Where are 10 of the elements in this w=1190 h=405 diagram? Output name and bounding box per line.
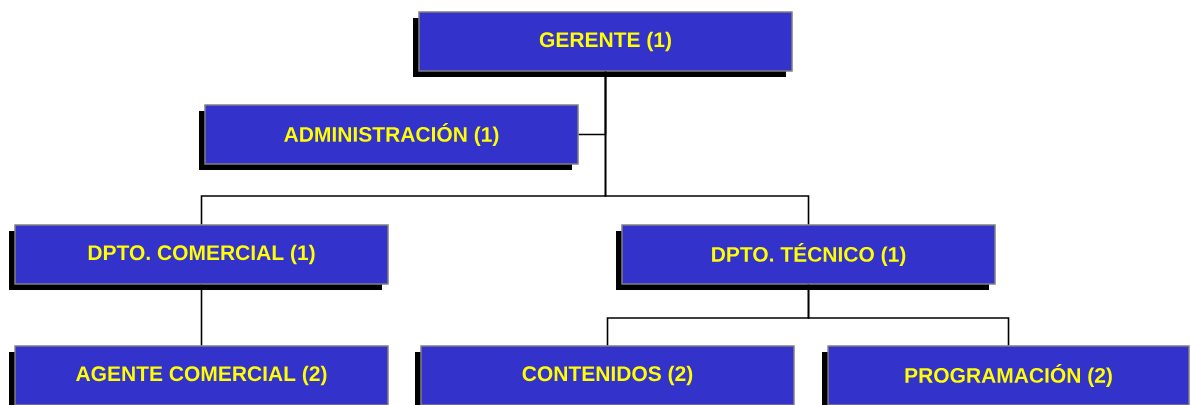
org-box: DPTO. TÉCNICO (1) — [616, 224, 996, 290]
org-box: CONTENIDOS (2) — [415, 345, 795, 405]
connector-line — [604, 70, 810, 226]
org-box: GERENTE (1) — [413, 11, 793, 77]
connector-line — [807, 283, 1010, 347]
org-box: DPTO. COMERCIAL (1) — [9, 224, 389, 290]
org-box: PROGRAMACIÓN (2) — [822, 345, 1190, 405]
org-box: ADMINISTRACIÓN (1) — [199, 104, 579, 170]
connector-line — [200, 283, 203, 347]
org-box: AGENTE COMERCIAL (2) — [9, 345, 389, 405]
